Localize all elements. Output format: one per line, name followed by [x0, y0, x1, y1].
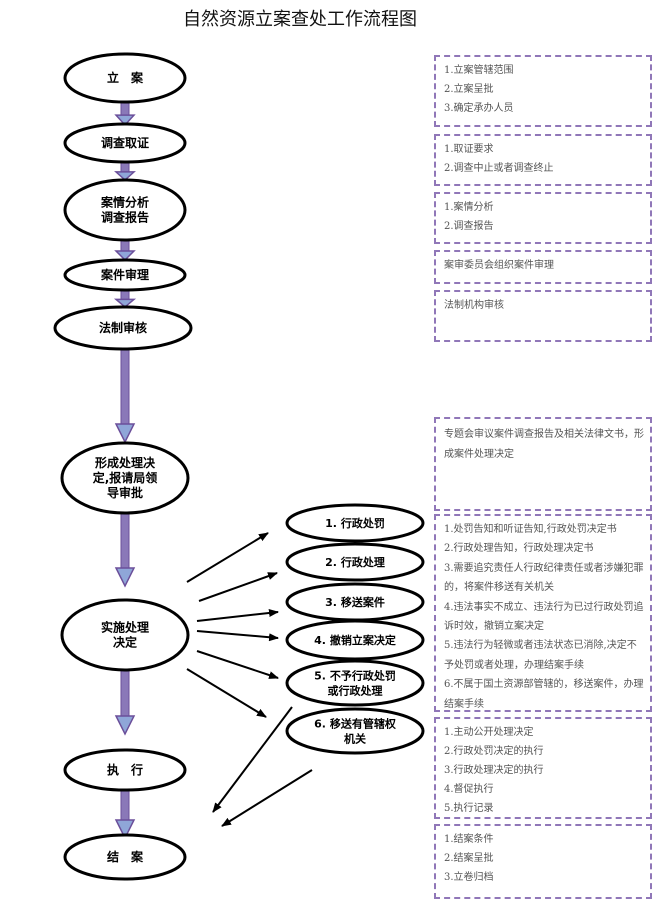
note-item: 3.立卷归档 [444, 872, 494, 883]
note-box: 1.结案条件 2.结案呈批 3.立卷归档 [434, 824, 652, 899]
note-item: 专题会审议案件调查报告及相关法律文书，形成案件处理决定 [444, 429, 644, 460]
note-item: 1.立案管辖范围 [444, 65, 514, 76]
node-label: 4. 撤销立案决定 [314, 633, 396, 647]
note-item: 6.不属于国土资源部管辖的，移送案件，办理结案手续 [444, 679, 644, 710]
node-filing: 立 案 [63, 52, 187, 104]
connector-arrow [196, 609, 279, 622]
note-item: 1.主动公开处理决定 [444, 727, 534, 738]
note-item: 3.需要追究责任人行政纪律责任或者涉嫌犯罪的，将案件移送有关机关 [444, 562, 644, 594]
node-label: 1. 行政处罚 [325, 516, 385, 530]
note-item: 5.违法行为轻微或者违法状态已消除,决定不予处罚或者处理，办理结案手续 [444, 640, 637, 671]
connector-arrow [186, 668, 267, 718]
node-label: 3. 移送案件 [325, 595, 385, 609]
node-label: 立 案 [107, 70, 144, 85]
node-label: 机关 [344, 732, 366, 746]
node-investigation: 调查取证 [63, 122, 187, 164]
node-label: 5. 不予行政处罚 [314, 669, 396, 683]
note-item: 1.处罚告知和听证告知,行政处罚决定书 [444, 524, 617, 535]
note-box: 1.处罚告知和听证告知,行政处罚决定书 2.行政处理告知，行政处理决定书 3.需要追… [434, 514, 652, 712]
note-item: 2.立案呈批 [444, 84, 494, 95]
flow-arrow [114, 512, 136, 588]
node-legal-review: 法制审核 [53, 305, 193, 351]
note-box: 专题会审议案件调查报告及相关法律文书，形成案件处理决定 [434, 417, 652, 511]
outcome-node: 2. 行政处理 [285, 542, 425, 582]
note-box: 案审委员会组织案件审理 [434, 250, 652, 284]
node-close: 结 案 [63, 833, 187, 881]
node-label: 决定 [113, 635, 137, 650]
note-item: 案审委员会组织案件审理 [444, 260, 554, 271]
node-label: 结 案 [107, 849, 144, 864]
flow-arrow [113, 289, 137, 308]
note-item: 2.结案呈批 [444, 853, 494, 864]
note-item: 2.调查报告 [444, 221, 494, 232]
note-item: 2.行政处罚决定的执行 [444, 746, 544, 757]
note-item: 1.案情分析 [444, 202, 494, 213]
node-label: 执 行 [107, 762, 143, 777]
node-label: 6. 移送有管辖权 [314, 717, 397, 731]
node-label: 2. 行政处理 [325, 555, 385, 569]
node-label: 调查报告 [101, 210, 149, 225]
flow-arrow [114, 789, 136, 840]
note-box: 1.案情分析 2.调查报告 [434, 192, 652, 244]
connector-arrow [221, 769, 313, 827]
outcome-node: 3. 移送案件 [285, 582, 425, 622]
outcome-node: 1. 行政处罚 [285, 503, 425, 543]
node-execute: 执 行 [63, 748, 187, 792]
node-label: 定,报请局领 [93, 470, 158, 485]
node-label: 案件审理 [100, 267, 149, 282]
note-item: 2.调查中止或者调查终止 [444, 163, 554, 174]
node-label: 实施处理 [101, 620, 149, 635]
node-label: 调查取证 [101, 135, 149, 150]
note-item: 法制机构审核 [444, 300, 504, 311]
flow-arrow [114, 349, 136, 444]
note-item: 5.执行记录 [444, 803, 494, 814]
flow-arrow [114, 161, 136, 182]
note-item: 2.行政处理告知，行政处理决定书 [444, 543, 594, 555]
note-box: 法制机构审核 [434, 290, 652, 342]
note-item: 1.结案条件 [444, 834, 494, 845]
node-label: 或行政处理 [328, 684, 383, 698]
note-item: 4.督促执行 [444, 784, 494, 795]
node-case-review: 案件审理 [63, 258, 187, 292]
node-label: 形成处理决 [95, 455, 156, 470]
outcome-node: 4. 撤销立案决定 [285, 619, 425, 661]
node-label: 法制审核 [99, 320, 147, 335]
flow-arrow [114, 669, 136, 736]
note-item: 1.取证要求 [444, 144, 494, 155]
connector-arrow [196, 650, 279, 679]
node-label: 导审批 [107, 485, 143, 500]
connector-arrow [212, 706, 293, 813]
flow-arrow [114, 102, 136, 127]
page-title: 自然资源立案查处工作流程图 [183, 9, 417, 30]
note-box: 1.主动公开处理决定 2.行政处罚决定的执行 3.行政处理决定的执行 4.督促执行 5.… [434, 717, 652, 819]
note-item: 3.确定承办人员 [444, 103, 514, 114]
note-box: 1.取证要求 2.调查中止或者调查终止 [434, 134, 652, 186]
connector-arrow [186, 532, 269, 583]
note-item: 3.行政处理决定的执行 [444, 765, 544, 776]
flow-arrow [114, 239, 136, 262]
node-label: 案情分析 [100, 195, 149, 210]
note-box: 1.立案管辖范围 2.立案呈批 3.确定承办人员 [434, 55, 652, 127]
note-item: 4.违法事实不成立、违法行为已过行政处罚追诉时效，撤销立案决定 [444, 601, 644, 633]
connector-arrow [196, 630, 279, 642]
connector-arrow [198, 572, 278, 602]
